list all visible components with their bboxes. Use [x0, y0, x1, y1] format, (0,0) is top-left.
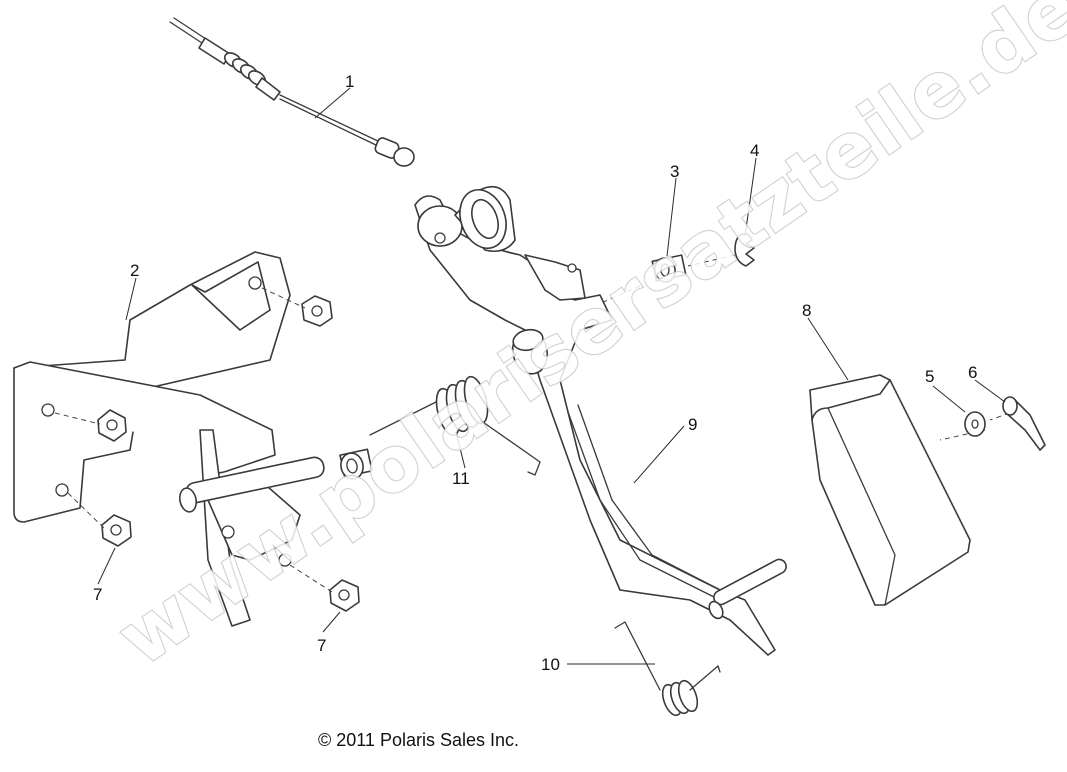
callout-labels: 1 2 3 4 5 6 7 7 8 9 10 11 [93, 72, 977, 674]
callout-3: 3 [670, 162, 679, 181]
callout-6: 6 [968, 363, 977, 382]
copyright-notice: © 2011 Polaris Sales Inc. [317, 730, 520, 750]
callout-9: 9 [688, 415, 697, 434]
nut-part-7-c [101, 514, 132, 547]
callout-4: 4 [750, 141, 759, 160]
bushing-part-3 [651, 254, 687, 283]
bracket-part-2 [13, 251, 325, 627]
pedal-pad-part-8 [809, 374, 971, 606]
callout-8: 8 [802, 301, 811, 320]
spring-part-11 [369, 375, 541, 476]
nut-part-7-a [301, 295, 333, 327]
callout-7-right: 7 [317, 636, 326, 655]
spring-part-10 [614, 621, 721, 717]
leader-lines [97, 87, 1006, 665]
nut-part-7-b [97, 409, 127, 442]
pedal-arm-part-9 [414, 185, 787, 656]
callout-2: 2 [130, 261, 139, 280]
cable-part-1 [169, 17, 415, 167]
callout-10: 10 [541, 655, 560, 674]
washer-part-5 [964, 411, 986, 437]
bushing-left [339, 448, 373, 480]
callout-11: 11 [452, 469, 470, 488]
callout-7-left: 7 [93, 585, 102, 604]
cotter-pin-part-6 [1002, 396, 1046, 451]
callout-1: 1 [345, 72, 354, 91]
callout-5: 5 [925, 367, 934, 386]
e-clip-part-4 [734, 233, 755, 267]
nut-part-7-d [329, 579, 360, 612]
